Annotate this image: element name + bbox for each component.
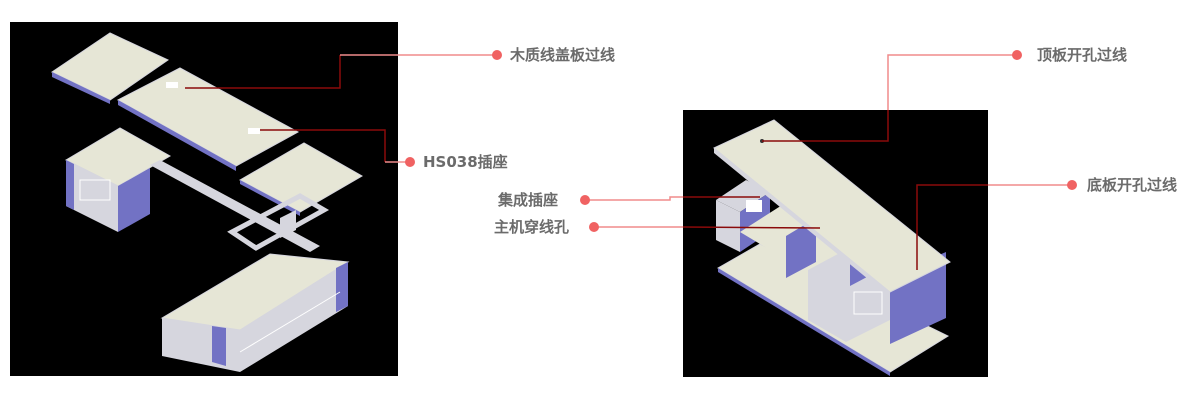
label-wood-cover: 木质线盖板过线 xyxy=(510,46,616,64)
cover-board xyxy=(50,32,170,101)
left-exploded-desk xyxy=(10,22,398,376)
main-desktop xyxy=(116,67,300,167)
dot-host-hole xyxy=(589,222,599,232)
dot-hs038 xyxy=(405,157,415,167)
callout-dots xyxy=(405,50,1077,232)
leader-lines xyxy=(185,54,1072,270)
dot-bottom-hole xyxy=(1067,180,1077,190)
label-integrated-socket: 集成插座 xyxy=(498,191,559,209)
label-host-hole: 主机穿线孔 xyxy=(494,218,570,236)
dot-wood-cover xyxy=(492,50,502,60)
label-bottom-hole: 底板开孔过线 xyxy=(1087,176,1178,194)
dot-integrated-socket xyxy=(580,195,590,205)
label-hs038: HS038插座 xyxy=(423,153,508,171)
label-top-hole: 顶板开孔过线 xyxy=(1037,46,1128,64)
dot-top-hole xyxy=(1012,50,1022,60)
right-exploded-desk xyxy=(683,110,988,377)
